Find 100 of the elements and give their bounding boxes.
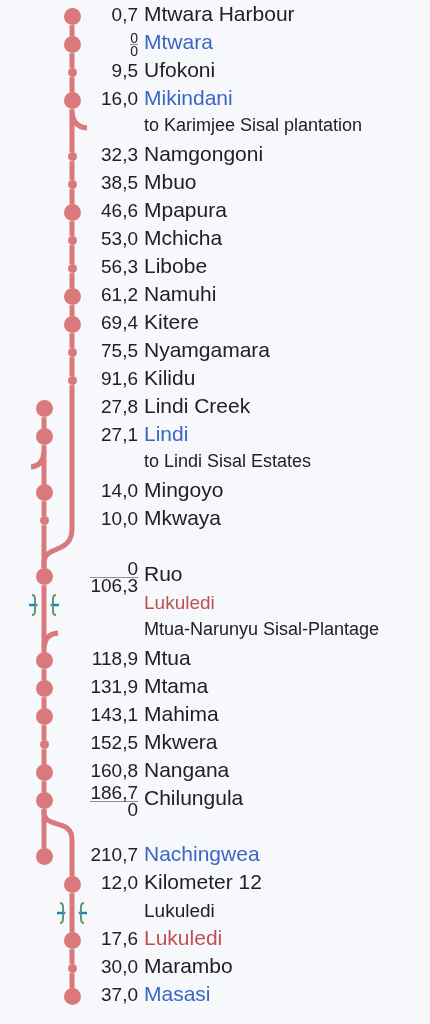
- station-name: Mtua: [144, 646, 191, 669]
- distance-label: 30,0: [101, 955, 138, 978]
- track-line: [69, 77, 75, 93]
- station-name: Chilungula: [144, 786, 244, 809]
- station-name: Mikindani: [144, 86, 233, 109]
- station-name: Mkwera: [144, 730, 218, 753]
- track-line: [41, 725, 47, 741]
- distance-label: 53,0: [101, 227, 138, 250]
- station-dot: [63, 92, 81, 110]
- station-dot: [63, 204, 81, 222]
- track-line: [41, 749, 47, 765]
- station-dot: [63, 876, 81, 894]
- track-line: [41, 781, 47, 793]
- distance-label: 38,5: [101, 171, 138, 194]
- station-name: Kilometer 12: [144, 870, 262, 893]
- track-line: [41, 585, 47, 653]
- station-name: Namgongoni: [144, 142, 264, 165]
- distance-label: 0: [90, 561, 138, 579]
- station-name: Lindi: [144, 422, 189, 445]
- distance-label: 16,0: [101, 87, 138, 110]
- station-name: Mtwara Harbour: [144, 2, 295, 25]
- distance-label: 14,0: [101, 479, 138, 502]
- station-name: Lukuledi: [144, 926, 223, 949]
- track-line: [69, 109, 75, 153]
- river-name: Lukuledi: [144, 899, 215, 922]
- distance-label: 10,0: [101, 507, 138, 530]
- distance-label: 210,7: [90, 843, 138, 866]
- distance-label: 0: [130, 31, 138, 45]
- station-name: Mingoyo: [144, 478, 224, 501]
- station-dot: [63, 988, 81, 1006]
- halt-dot: [67, 264, 77, 274]
- track-line: [41, 525, 47, 569]
- station-dot: [63, 8, 81, 26]
- track-line: [41, 445, 47, 485]
- station-dot: [35, 764, 53, 782]
- station-dot: [35, 680, 53, 698]
- halt-dot: [67, 348, 77, 358]
- distance-label: 9,5: [111, 59, 138, 82]
- track-line: [41, 809, 75, 877]
- distance-label: 12,0: [101, 871, 138, 894]
- track-line: [41, 417, 47, 429]
- station-name: Nyamgamara: [144, 338, 271, 361]
- track-line: [69, 273, 75, 289]
- station-name: Ufokoni: [144, 58, 216, 81]
- distance-label: 32,3: [101, 143, 138, 166]
- branch-note: Mtua-Narunyu Sisal-Plantage: [144, 618, 380, 641]
- track-line: [69, 221, 75, 237]
- track-line: [69, 53, 75, 69]
- distance-label: 0: [127, 802, 138, 819]
- track-line: [41, 669, 47, 681]
- branch-note: to Lindi Sisal Estates: [144, 450, 312, 473]
- halt-dot: [39, 516, 49, 526]
- distance-label: 0: [130, 44, 138, 57]
- track-line: [69, 893, 75, 933]
- track-line: [41, 697, 47, 709]
- station-name: Mkwaya: [144, 506, 222, 529]
- halt-dot: [67, 152, 77, 162]
- station-name: Lindi Creek: [144, 394, 251, 417]
- halt-dot: [67, 376, 77, 386]
- track-line: [69, 189, 75, 205]
- distance-label: 75,5: [101, 339, 138, 362]
- station-name: Mtwara: [144, 30, 213, 53]
- track-line: [69, 357, 75, 377]
- distance-label: 17,6: [101, 927, 138, 950]
- station-name: Kilidu: [144, 366, 196, 389]
- track-line: [69, 25, 75, 37]
- distance-label: 37,0: [101, 983, 138, 1006]
- track-line: [69, 161, 75, 181]
- distance-label: 91,6: [101, 367, 138, 390]
- station-dot: [35, 792, 53, 810]
- station-name: Mbuo: [144, 170, 197, 193]
- station-name: Libobe: [144, 254, 208, 277]
- distance-label: 143,1: [90, 703, 138, 726]
- station-dot: [35, 652, 53, 670]
- station-name: Mchicha: [144, 226, 223, 249]
- station-dot: [35, 568, 53, 586]
- station-dot: [35, 848, 53, 866]
- halt-dot: [67, 68, 77, 78]
- track-line: [69, 305, 75, 317]
- station-dot: [35, 708, 53, 726]
- station-dot: [63, 288, 81, 306]
- station-name: Mpapura: [144, 198, 227, 221]
- distance-label: 152,5: [90, 731, 138, 754]
- distance-label: 0,7: [111, 3, 138, 26]
- distance-label: 186,7: [90, 785, 138, 803]
- distance-label: 69,4: [101, 311, 138, 334]
- track-line: [41, 501, 47, 517]
- distance-label: 160,8: [90, 759, 138, 782]
- distance-label: 56,3: [101, 255, 138, 278]
- halt-dot: [67, 964, 77, 974]
- station-dot: [63, 316, 81, 334]
- track-line: [69, 245, 75, 265]
- track-line: [69, 333, 75, 349]
- distance-label: 131,9: [90, 675, 138, 698]
- station-name: Nangana: [144, 758, 230, 781]
- distance-label: 27,1: [101, 423, 138, 446]
- station-dot: [63, 932, 81, 950]
- track-line: [69, 973, 75, 989]
- distance-label: 61,2: [101, 283, 138, 306]
- distance-label: 118,9: [91, 647, 138, 670]
